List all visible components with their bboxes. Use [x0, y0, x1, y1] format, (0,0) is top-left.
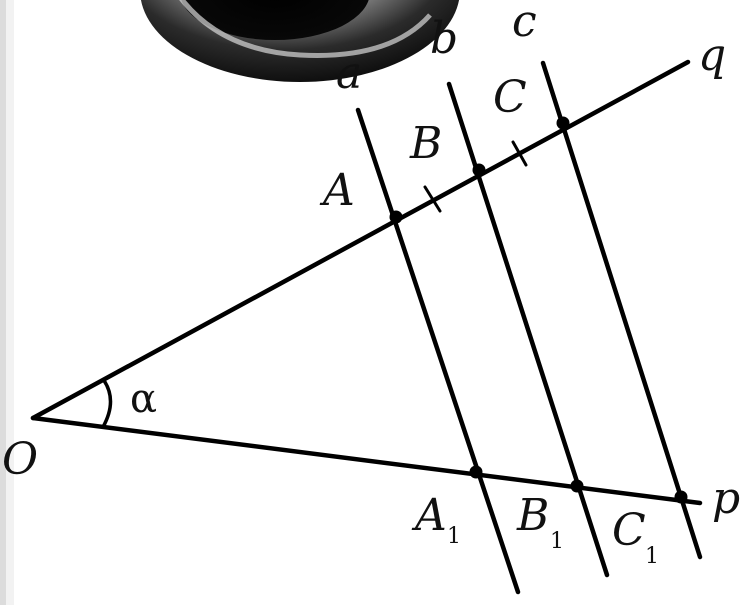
ray-q: [30, 59, 691, 421]
label-ray-p: p: [712, 473, 740, 524]
ray-p: [30, 415, 703, 506]
dark-circle-decoration-icon: [140, 0, 460, 82]
label-c-point: C: [493, 72, 527, 123]
label-b1-subscript: 1: [550, 529, 564, 554]
point-c: [556, 116, 570, 130]
label-b-point: B: [409, 118, 442, 169]
point-a1: [469, 465, 483, 479]
line-c: [540, 60, 703, 560]
label-a1-subscript: 1: [447, 524, 461, 549]
point-b1: [570, 479, 584, 493]
label-line-a: a: [336, 48, 362, 99]
line-a: [355, 107, 521, 595]
label-c1-letter: C: [612, 505, 646, 556]
label-alpha: α: [130, 376, 157, 422]
angle-arc-alpha: [101, 377, 113, 428]
point-a: [389, 210, 403, 224]
label-line-c: c: [512, 0, 537, 47]
label-ray-q: q: [698, 30, 726, 81]
label-line-b: b: [430, 13, 458, 64]
label-c1-subscript: 1: [645, 544, 659, 569]
label-a-point: A: [319, 165, 355, 216]
point-b: [472, 163, 486, 177]
tick-mark-bc: [511, 140, 528, 167]
left-edge-decoration: [0, 0, 14, 605]
label-o: O: [2, 434, 38, 485]
label-a1-letter: A: [411, 490, 447, 541]
label-b1-letter: B: [516, 490, 549, 541]
tick-mark-ab: [423, 185, 442, 213]
point-c1: [674, 490, 688, 504]
